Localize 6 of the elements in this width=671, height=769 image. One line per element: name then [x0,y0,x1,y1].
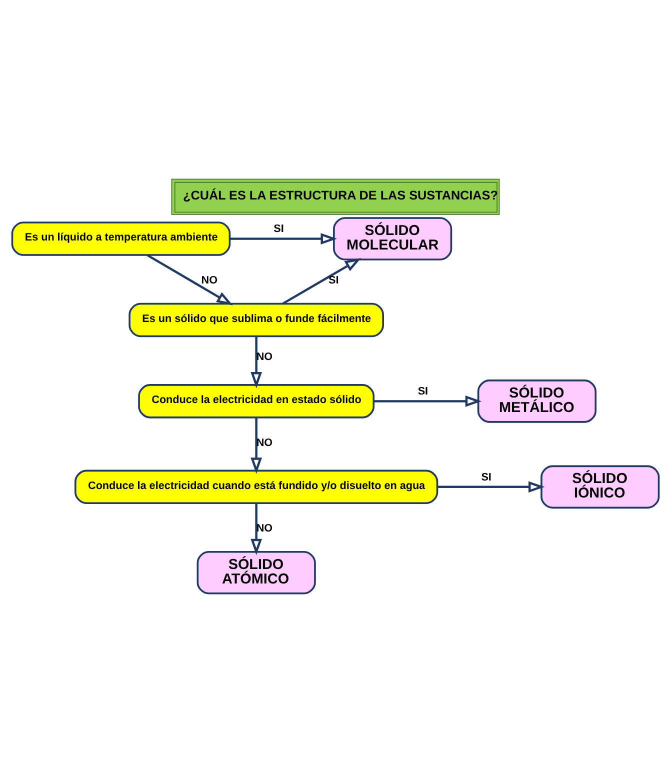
diagram-title: ¿CUÁL ES LA ESTRUCTURA DE LAS SUSTANCIAS? [183,188,498,203]
edge-label: SI [328,274,339,287]
edge-label: SI [481,471,492,484]
edge-label: SI [418,386,428,398]
edge-label: SI [274,223,284,236]
edge-label: NO [201,274,218,287]
